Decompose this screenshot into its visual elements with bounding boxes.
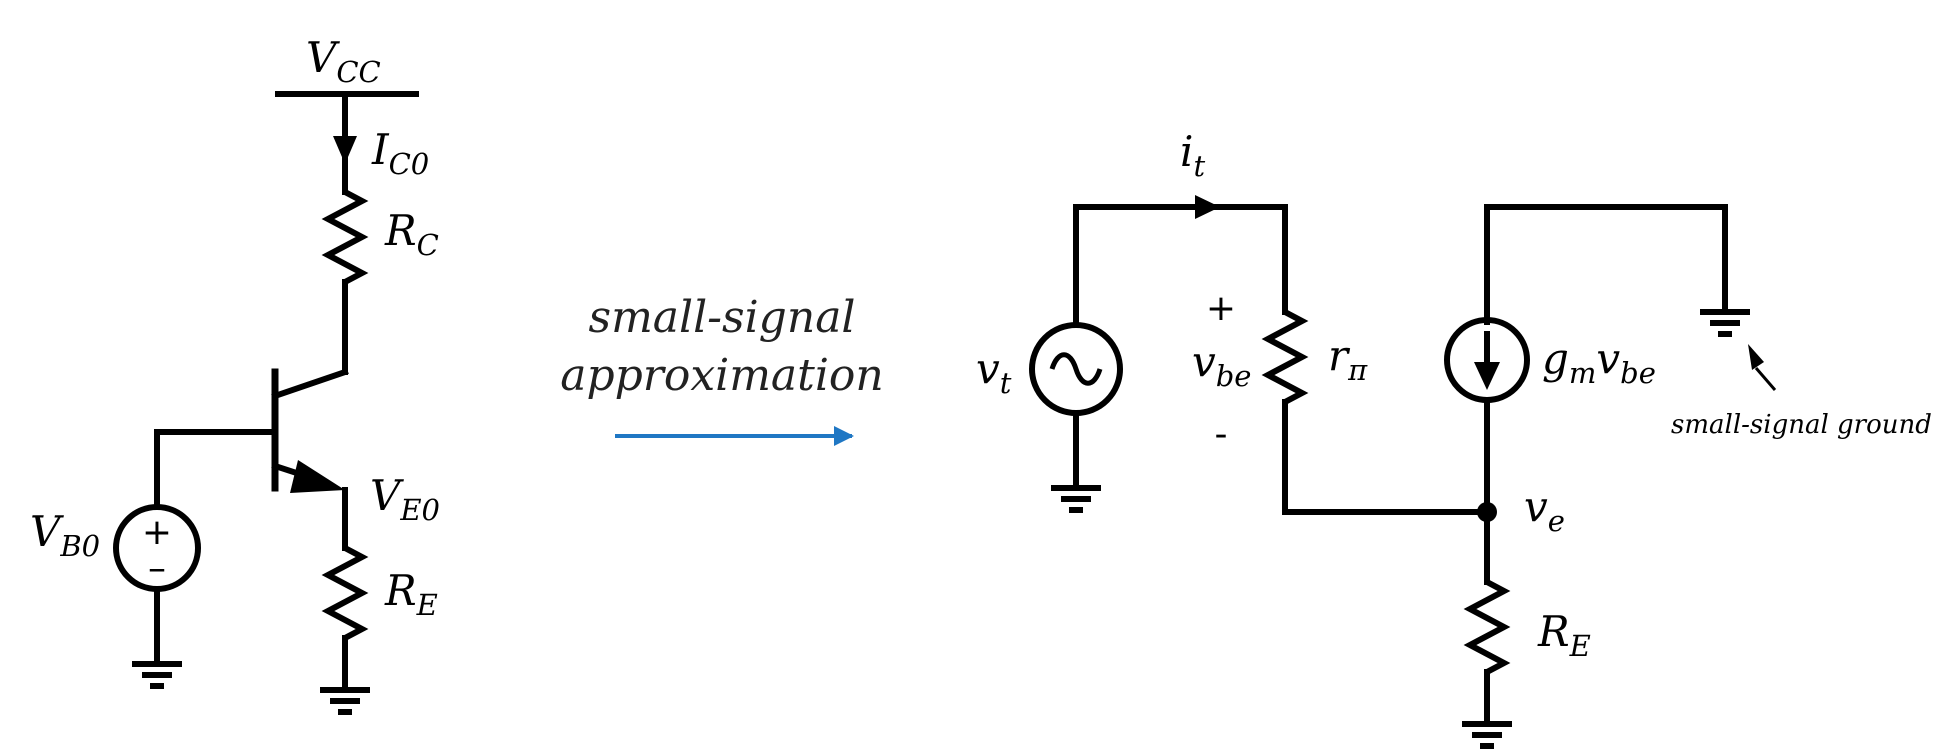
re-resistor-left — [321, 545, 369, 641]
right-circuit: it vt rπ + vbe - gmvbe — [976, 127, 1932, 749]
base-wire — [154, 429, 278, 508]
ground-icon — [132, 661, 182, 689]
vt-top-wire — [1073, 204, 1288, 327]
ground-icon — [1462, 721, 1512, 749]
sine-wave-icon — [1049, 352, 1103, 386]
ground-icon — [1051, 485, 1101, 513]
re-label-left: RE — [384, 566, 438, 622]
small-signal-ground-note: small-signal ground — [1671, 410, 1932, 440]
rpi-bottom-wire — [1282, 399, 1490, 515]
re-label-right: RE — [1537, 607, 1591, 663]
caption-line-1: small-signal — [588, 292, 855, 343]
emitter-node-dot — [1477, 502, 1497, 522]
transform-caption: small-signal approximation — [560, 292, 884, 446]
small-signal-ground-icon — [1700, 309, 1750, 337]
it-label: it — [1180, 127, 1205, 183]
bjt-collector — [271, 368, 349, 400]
vb0-plus: + — [142, 512, 172, 553]
ve-label: ve — [1524, 482, 1565, 538]
left-circuit: VCC IC0 RC VE0 RE — [30, 33, 440, 715]
caption-line-2: approximation — [560, 350, 884, 401]
bjt-emitter-arrow-icon — [290, 460, 345, 493]
rc-resistor — [321, 189, 369, 285]
ve0-label: VE0 — [370, 471, 440, 527]
ic0-arrow-icon — [333, 136, 357, 164]
rc-label: RC — [384, 206, 439, 262]
rpi-resistor — [1261, 309, 1309, 405]
re-resistor-right — [1463, 579, 1511, 675]
gm-current-arrow-icon — [1474, 362, 1500, 390]
vbe-plus: + — [1206, 288, 1236, 329]
gm-vbe-label: gmvbe — [1542, 334, 1656, 390]
ground-pointer-arrow-head-icon — [1748, 344, 1764, 370]
vbe-label: vbe — [1192, 337, 1251, 393]
ic0-label: IC0 — [371, 125, 429, 181]
gm-top-wire — [1484, 204, 1728, 325]
vb0-minus: – — [148, 548, 166, 589]
rpi-label: rπ — [1328, 331, 1368, 387]
vt-label: vt — [976, 344, 1012, 400]
ground-pointer-arrow — [1754, 367, 1777, 391]
ground-icon — [320, 687, 370, 715]
vcc-label: VCC — [306, 33, 381, 89]
vb0-label: VB0 — [30, 507, 100, 563]
vbe-minus: - — [1215, 414, 1228, 455]
it-arrow-icon — [1195, 195, 1220, 219]
